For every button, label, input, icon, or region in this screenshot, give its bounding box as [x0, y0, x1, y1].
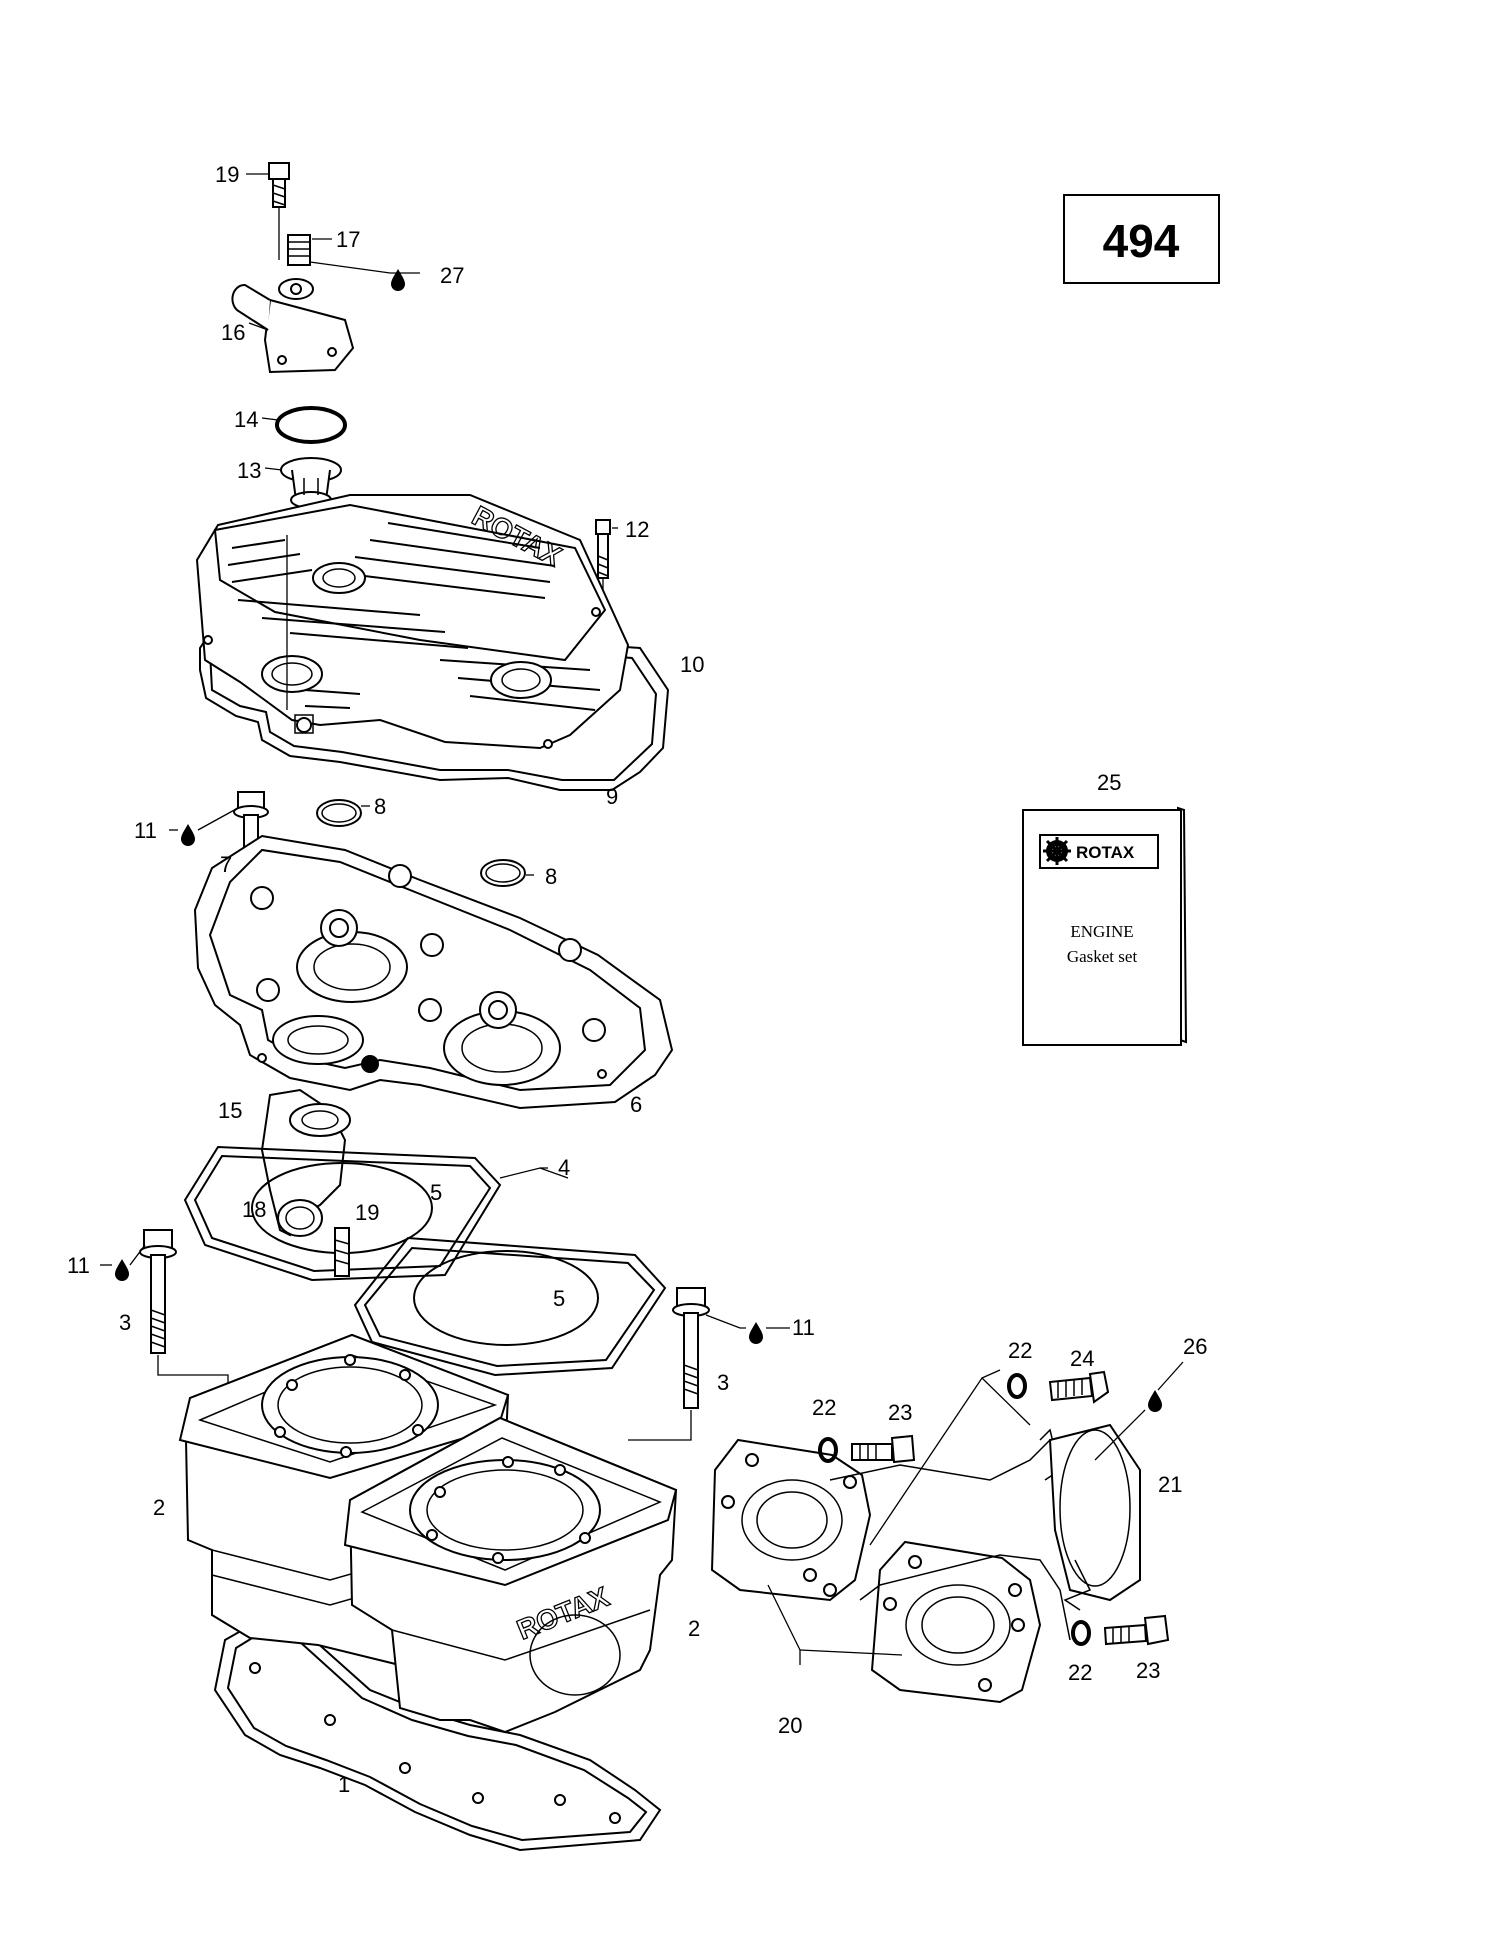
head-gasket-4b [353, 1236, 667, 1377]
page-number: 494 [1103, 215, 1180, 267]
thermostat-housing-16 [231, 278, 355, 374]
exhaust-manifold-21 [829, 1423, 1141, 1641]
callout-7: 7 [220, 852, 232, 877]
exhaust-gasket-20a [710, 1438, 872, 1602]
callout-9: 9 [606, 784, 618, 809]
page-number-badge: 494 [1063, 194, 1220, 284]
callout-23: 23 [888, 1400, 912, 1425]
callout-8: 8 [374, 794, 386, 819]
callout-19: 19 [355, 1200, 379, 1225]
cylinder-head-6 [193, 834, 674, 1110]
callout-2: 2 [688, 1616, 700, 1641]
callout-5: 5 [430, 1180, 442, 1205]
oil-drop-icon [749, 1322, 763, 1344]
callout-24: 24 [1070, 1346, 1094, 1371]
bolt-23a [851, 1434, 916, 1464]
callout-3: 3 [717, 1370, 729, 1395]
callout-10: 10 [680, 652, 704, 677]
washer-22a [1007, 1373, 1027, 1399]
callout-18: 18 [242, 1197, 266, 1222]
o-ring-8a [316, 799, 362, 827]
oil-drop-icon [181, 824, 195, 846]
callout-22: 22 [1068, 1660, 1092, 1685]
cylinder-2-left [178, 1333, 510, 1672]
callout-2: 2 [153, 1495, 165, 1520]
callout-22: 22 [1008, 1338, 1032, 1363]
callout-19: 19 [215, 162, 239, 187]
exhaust-gasket-20b [870, 1540, 1042, 1704]
callout-14: 14 [234, 407, 258, 432]
bolt-3-right [672, 1287, 710, 1409]
bolt-12 [595, 519, 611, 579]
callout-13: 13 [237, 458, 261, 483]
callout-25: 25 [1097, 770, 1121, 795]
rotax-gear-logo-icon [1043, 837, 1071, 865]
bolt-24 [1048, 1370, 1110, 1404]
washer-22c [1071, 1620, 1091, 1646]
o-ring-14 [275, 406, 347, 444]
callout-11: 11 [792, 1315, 815, 1340]
cylinder-2-right: ROTAX [343, 1416, 678, 1734]
fitting-17 [287, 234, 311, 266]
manual-subtitle: Gasket set [1067, 947, 1138, 966]
callout-11: 11 [67, 1253, 90, 1278]
callout-4: 4 [558, 1155, 570, 1180]
callout-20: 20 [778, 1713, 802, 1738]
callout-8: 8 [545, 864, 557, 889]
bolt-3-left [139, 1229, 177, 1354]
oil-drop-icon [115, 1259, 129, 1281]
callout-6: 6 [630, 1092, 642, 1117]
manual-brand: ROTAX [1076, 843, 1135, 862]
washer-22b [818, 1437, 838, 1463]
callout-16: 16 [221, 320, 245, 345]
callout-3: 3 [119, 1310, 131, 1335]
oil-drop-icon [391, 269, 405, 291]
callout-11: 11 [134, 818, 157, 843]
bolt-19-top [268, 162, 290, 208]
gasket-set-manual-25: ROTAX ENGINE Gasket set [1022, 806, 1188, 1046]
callout-22: 22 [812, 1395, 836, 1420]
cover-gasket-9 [199, 616, 670, 791]
callout-15: 15 [218, 1098, 242, 1123]
cylinder-head-cover-10: ROTAX [195, 494, 630, 750]
callout-5: 5 [553, 1286, 565, 1311]
o-ring-8b [480, 859, 526, 887]
manual-title: ENGINE [1070, 922, 1133, 941]
bolt-19-lower [334, 1227, 350, 1277]
bolt-23b [1103, 1614, 1170, 1646]
callout-26: 26 [1183, 1334, 1207, 1359]
base-gasket-1 [213, 1618, 662, 1852]
callout-12: 12 [625, 517, 649, 542]
outlet-elbow-15 [260, 1088, 351, 1237]
callout-labels: 19 17 27 16 14 13 12 10 9 8 11 7 8 25 15… [67, 162, 1207, 1797]
callout-17: 17 [336, 227, 360, 252]
callout-27: 27 [440, 263, 464, 288]
callout-21: 21 [1158, 1472, 1182, 1497]
oil-drop-icon [1148, 1390, 1162, 1412]
callout-1: 1 [338, 1772, 350, 1797]
callout-23: 23 [1136, 1658, 1160, 1683]
